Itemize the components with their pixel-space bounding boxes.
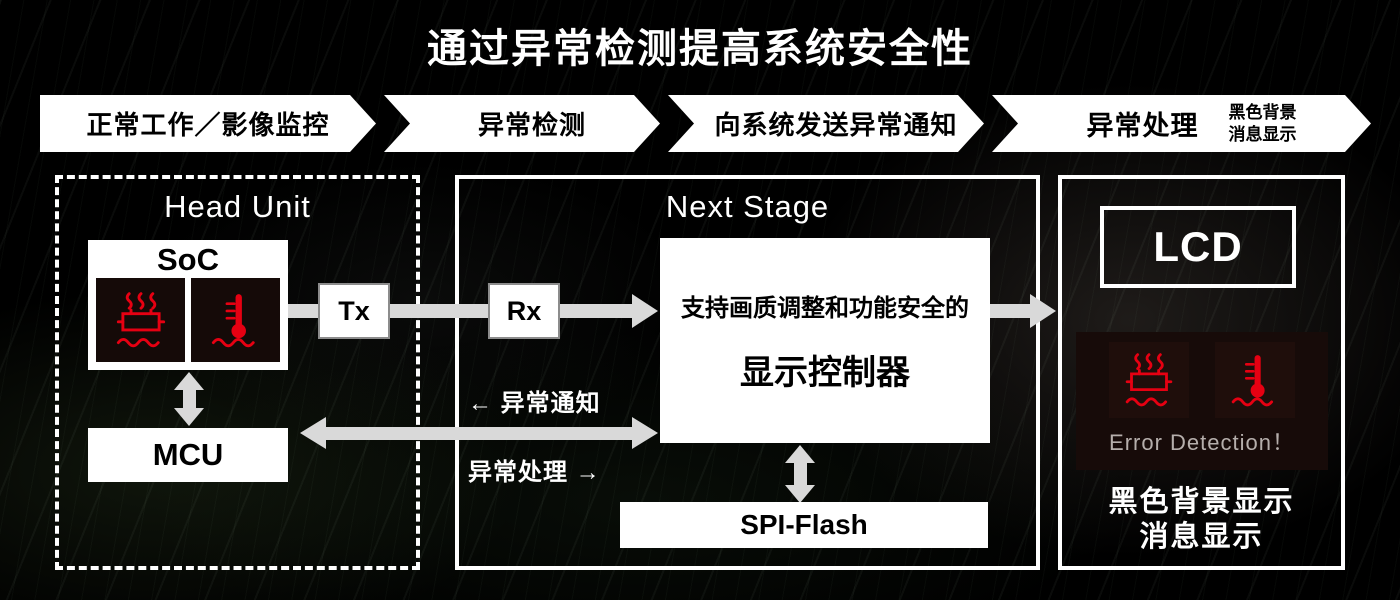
feedback-arrowhead-left [300, 417, 326, 449]
ctrl-spi-arrowhead-up [785, 445, 815, 463]
step-label: 向系统发送异常通知 [714, 110, 958, 140]
signal-arrowhead [632, 294, 658, 328]
controller-name: 显示控制器 [740, 353, 910, 392]
anomaly-notify-label: ← 异常通知 [468, 390, 601, 417]
step-error-handling: 异常处理 黑色背景 消息显示 [992, 95, 1371, 152]
step-sublabel: 黑色背景 消息显示 [1229, 102, 1297, 145]
spi-flash-label: SPI-Flash [740, 509, 868, 540]
lcd-box: LCD [1100, 206, 1296, 288]
output-arrow-shaft [990, 304, 1032, 318]
soc-mcu-arrowhead-down [174, 408, 204, 426]
ctrl-spi-arrowhead-down [785, 485, 815, 503]
tx-label: Tx [338, 295, 370, 326]
display-controller-box: 支持画质调整和功能安全的 显示控制器 [660, 238, 990, 443]
output-arrowhead [1030, 294, 1056, 328]
rx-port-box: Rx [488, 283, 560, 339]
coolant-temperature-warning-icon [191, 278, 280, 362]
step-normal-operation: 正常工作／影像监控 [40, 95, 376, 152]
feedback-arrowhead-right [632, 417, 658, 449]
page-title: 通过异常检测提高系统安全性 [427, 27, 973, 71]
next-stage-box: Next Stage [455, 175, 1040, 570]
lcd-label: LCD [1153, 223, 1243, 270]
engine-overheat-warning-icon [96, 278, 185, 362]
tx-port-box: Tx [318, 283, 390, 339]
step-sublabel-line1: 黑色背景 [1228, 103, 1297, 123]
mcu-label: MCU [152, 437, 224, 472]
step-label: 异常检测 [477, 110, 586, 140]
controller-description: 支持画质调整和功能安全的 [681, 294, 969, 322]
soc-warning-icons [96, 278, 280, 362]
display-unit-box [1058, 175, 1345, 570]
coolant-temperature-warning-icon [1215, 342, 1295, 418]
display-caption-line2: 消息显示 [1139, 521, 1264, 553]
error-warning-icons [1109, 342, 1295, 418]
step-sublabel-line2: 消息显示 [1228, 124, 1297, 144]
anomaly-handle-label: 异常处理 → [468, 459, 601, 486]
spi-flash-box: SPI-Flash [620, 502, 988, 548]
error-panel: Error Detection！ [1076, 332, 1328, 470]
head-unit-box: Head Unit [55, 175, 420, 570]
feedback-arrow-shaft [324, 427, 634, 440]
engine-overheat-warning-icon [1109, 342, 1189, 418]
soc-mcu-arrowhead-up [174, 372, 204, 390]
rx-label: Rx [506, 295, 542, 326]
soc-label: SoC [157, 242, 219, 277]
soc-mcu-arrow-shaft [183, 388, 196, 410]
mcu-box: MCU [88, 428, 288, 482]
ctrl-spi-arrow-shaft [794, 461, 807, 487]
display-caption-line1: 黑色背景显示 [1108, 486, 1295, 518]
step-send-notification: 向系统发送异常通知 [668, 95, 984, 152]
head-unit-title: Head Unit [164, 189, 311, 224]
step-anomaly-detection: 异常检测 [384, 95, 660, 152]
error-detection-label: Error Detection！ [1109, 430, 1295, 455]
step-label: 正常工作／影像监控 [86, 110, 330, 140]
next-stage-title: Next Stage [665, 189, 830, 224]
step-label: 异常处理 [1086, 111, 1199, 141]
